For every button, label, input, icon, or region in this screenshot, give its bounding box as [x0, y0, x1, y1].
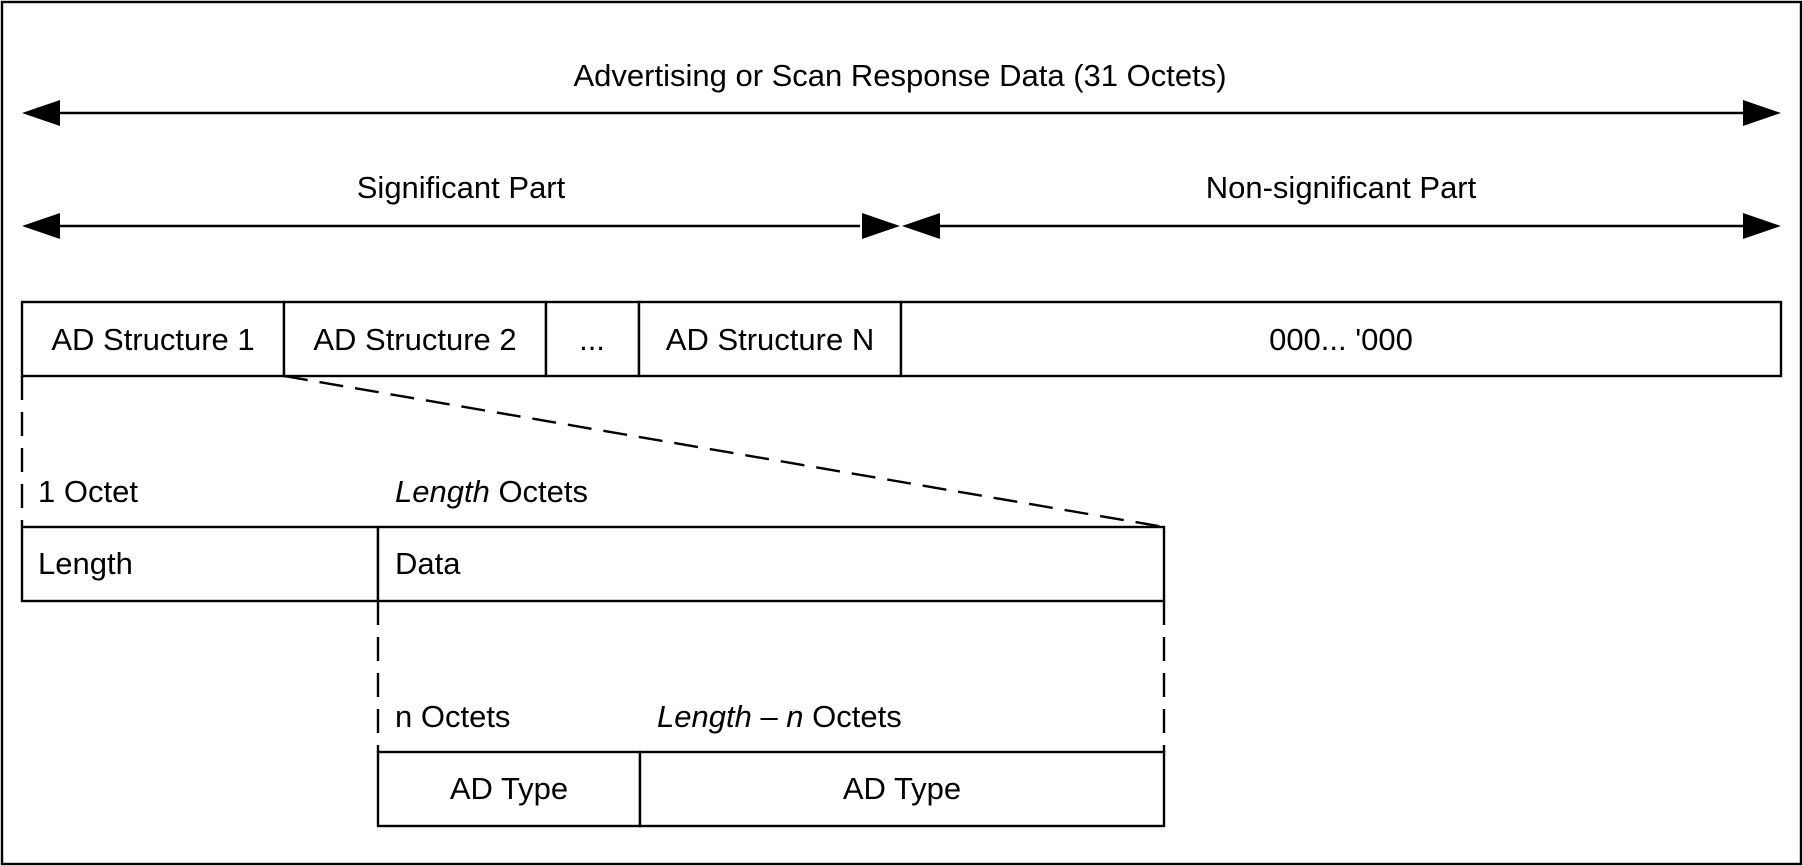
length-minus-n-rest: Octets: [804, 699, 902, 734]
ad-type-1-cell: [376, 750, 642, 828]
ad-structure-2-cell: [282, 300, 548, 378]
padding-cell: [899, 300, 1783, 378]
n-octets-label: n Octets: [395, 699, 510, 734]
ad-structure-2-text: AD Structure 2: [313, 322, 516, 357]
length-octets-italic: Length: [395, 474, 490, 509]
length-minus-n-italic-2: n: [786, 699, 803, 734]
ad-structure-n-text: AD Structure N: [666, 322, 874, 357]
ellipsis-text: ...: [579, 322, 605, 357]
padding-text: 000... '000: [1269, 322, 1413, 357]
length-minus-n-label: Length – n Octets: [657, 699, 902, 734]
total-span-label: Advertising or Scan Response Data (31 Oc…: [573, 58, 1226, 93]
ellipsis-cell: [544, 300, 641, 378]
significant-part-label: Significant Part: [357, 170, 566, 205]
total-span-arrow: [22, 100, 1781, 126]
length-cell-text: Length: [38, 546, 133, 581]
ad-type-2-cell: [638, 750, 1166, 828]
ad-structures-row: [20, 300, 1783, 378]
length-octets-label: Length Octets: [395, 474, 588, 509]
length-cell: [20, 525, 380, 603]
length-octets-rest: Octets: [490, 474, 588, 509]
data-cell: [376, 525, 1166, 603]
ad-type-2-text: AD Type: [843, 771, 961, 806]
nonsignificant-part-arrow: [902, 213, 1781, 239]
length-minus-n-dash: –: [752, 699, 786, 734]
nonsignificant-part-label: Non-significant Part: [1206, 170, 1477, 205]
expand-diagonal-dashed-line: [283, 374, 1165, 529]
data-cell-text: Data: [395, 546, 461, 581]
length-minus-n-italic-1: Length: [657, 699, 752, 734]
ad-type-1-text: AD Type: [450, 771, 568, 806]
one-octet-label: 1 Octet: [38, 474, 138, 509]
significant-part-arrow: [22, 213, 900, 239]
ad-structure-1-text: AD Structure 1: [51, 322, 254, 357]
ad-structure-n-cell: [637, 300, 903, 378]
